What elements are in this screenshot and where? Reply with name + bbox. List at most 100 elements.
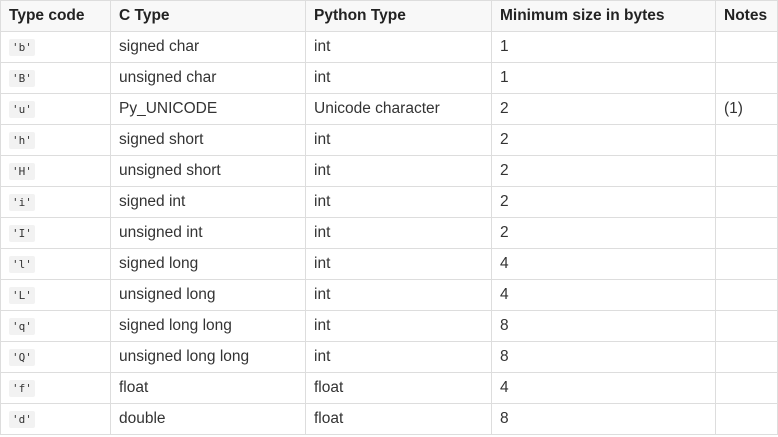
notes-cell xyxy=(715,31,778,63)
c-type-cell: signed long xyxy=(110,248,306,280)
c-type-cell: signed long long xyxy=(110,310,306,342)
notes-cell xyxy=(715,155,778,187)
python-type-cell: int xyxy=(305,62,492,94)
c-type-cell: signed char xyxy=(110,31,306,63)
header-type-code: Type code xyxy=(0,0,111,32)
type-code-literal: 'u' xyxy=(9,101,35,118)
min-size-cell: 2 xyxy=(491,93,716,125)
notes-cell xyxy=(715,217,778,249)
type-code-cell: 'l' xyxy=(0,248,111,280)
type-code-cell: 'Q' xyxy=(0,341,111,373)
notes-cell xyxy=(715,248,778,280)
type-code-cell: 'q' xyxy=(0,310,111,342)
type-code-literal: 'f' xyxy=(9,380,35,397)
notes-cell xyxy=(715,403,778,435)
type-code-cell: 'b' xyxy=(0,31,111,63)
type-code-literal: 'b' xyxy=(9,39,35,56)
python-type-cell: float xyxy=(305,372,492,404)
min-size-cell: 2 xyxy=(491,124,716,156)
python-type-cell: int xyxy=(305,186,492,218)
python-type-cell: float xyxy=(305,403,492,435)
min-size-cell: 8 xyxy=(491,310,716,342)
notes-cell xyxy=(715,62,778,94)
c-type-cell: unsigned long xyxy=(110,279,306,311)
header-python-type: Python Type xyxy=(305,0,492,32)
type-code-literal: 'd' xyxy=(9,411,35,428)
header-row: Type code C Type Python Type Minimum siz… xyxy=(0,0,778,32)
c-type-cell: Py_UNICODE xyxy=(110,93,306,125)
notes-cell xyxy=(715,310,778,342)
python-type-cell: int xyxy=(305,217,492,249)
type-code-cell: 'd' xyxy=(0,403,111,435)
type-code-cell: 'H' xyxy=(0,155,111,187)
c-type-cell: unsigned int xyxy=(110,217,306,249)
min-size-cell: 4 xyxy=(491,372,716,404)
min-size-cell: 4 xyxy=(491,248,716,280)
min-size-cell: 8 xyxy=(491,341,716,373)
header-c-type: C Type xyxy=(110,0,306,32)
header-notes: Notes xyxy=(715,0,778,32)
type-code-literal: 'h' xyxy=(9,132,35,149)
python-type-cell: int xyxy=(305,31,492,63)
type-code-cell: 'f' xyxy=(0,372,111,404)
type-code-literal: 'B' xyxy=(9,70,35,87)
type-code-cell: 'h' xyxy=(0,124,111,156)
type-code-literal: 'I' xyxy=(9,225,35,242)
type-code-cell: 'I' xyxy=(0,217,111,249)
notes-cell xyxy=(715,372,778,404)
min-size-cell: 1 xyxy=(491,62,716,94)
notes-cell xyxy=(715,124,778,156)
type-code-literal: 'Q' xyxy=(9,349,35,366)
c-type-cell: double xyxy=(110,403,306,435)
notes-cell xyxy=(715,186,778,218)
type-code-cell: 'u' xyxy=(0,93,111,125)
python-type-cell: int xyxy=(305,124,492,156)
type-code-cell: 'i' xyxy=(0,186,111,218)
type-code-literal: 'q' xyxy=(9,318,35,335)
python-type-cell: int xyxy=(305,310,492,342)
type-code-literal: 'L' xyxy=(9,287,35,304)
python-type-cell: Unicode character xyxy=(305,93,492,125)
python-type-cell: int xyxy=(305,341,492,373)
notes-cell: (1) xyxy=(715,93,778,125)
c-type-cell: unsigned short xyxy=(110,155,306,187)
type-code-literal: 'i' xyxy=(9,194,35,211)
python-type-cell: int xyxy=(305,248,492,280)
c-type-cell: unsigned long long xyxy=(110,341,306,373)
notes-cell xyxy=(715,341,778,373)
c-type-cell: signed int xyxy=(110,186,306,218)
c-type-cell: unsigned char xyxy=(110,62,306,94)
min-size-cell: 2 xyxy=(491,186,716,218)
type-code-literal: 'H' xyxy=(9,163,35,180)
type-code-literal: 'l' xyxy=(9,256,35,273)
notes-cell xyxy=(715,279,778,311)
table-header: Type code C Type Python Type Minimum siz… xyxy=(0,0,778,32)
header-minimum-size: Minimum size in bytes xyxy=(491,0,716,32)
min-size-cell: 2 xyxy=(491,155,716,187)
c-type-cell: float xyxy=(110,372,306,404)
python-type-cell: int xyxy=(305,155,492,187)
type-code-cell: 'B' xyxy=(0,62,111,94)
min-size-cell: 2 xyxy=(491,217,716,249)
type-code-cell: 'L' xyxy=(0,279,111,311)
min-size-cell: 8 xyxy=(491,403,716,435)
c-type-cell: signed short xyxy=(110,124,306,156)
min-size-cell: 1 xyxy=(491,31,716,63)
python-type-cell: int xyxy=(305,279,492,311)
min-size-cell: 4 xyxy=(491,279,716,311)
